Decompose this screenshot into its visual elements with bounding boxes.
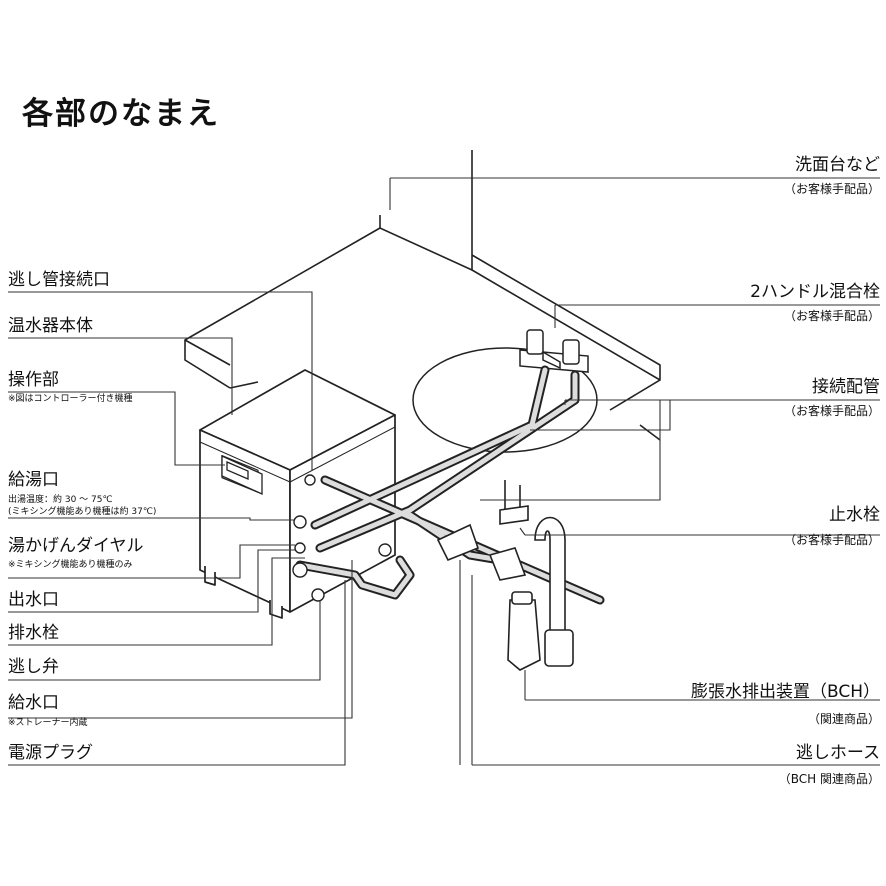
countertop <box>184 150 661 441</box>
sub-connection-pipe: （お客様手配品） <box>783 404 880 418</box>
page-title: 各部のなまえ <box>22 96 220 132</box>
note-temp-dial: ※ミキシング機能あり機種のみ <box>8 560 133 570</box>
label-vanity: 洗面台など <box>795 155 880 175</box>
pipes-inner <box>297 367 603 603</box>
sub-bch: （関連商品） <box>807 712 880 726</box>
note-outlet-mixing: (ミキシング機能あり機種は約 37℃) <box>8 507 157 517</box>
label-power-plug: 電源プラグ <box>8 743 93 763</box>
valves <box>292 474 392 602</box>
label-mixing-faucet: 2ハンドル混合栓 <box>750 282 880 302</box>
label-connection-pipe: 接続配管 <box>812 377 880 397</box>
sub-mixing-faucet: （お客様手配品） <box>783 309 880 323</box>
label-relief-hose: 逃しホース <box>795 743 880 763</box>
note-outlet-temp: 出湯温度：約 30 ～ 75℃ <box>8 495 113 505</box>
label-hot-water-outlet: 給湯口 <box>8 470 59 490</box>
label-relief-valve: 逃し弁 <box>8 657 59 677</box>
faucet <box>519 329 589 373</box>
sub-vanity: （お客様手配品） <box>783 182 880 196</box>
label-heater-body: 温水器本体 <box>8 316 93 336</box>
drain-trap <box>436 480 574 671</box>
note-strainer: ※ストレーナー内蔵 <box>8 718 88 728</box>
label-water-inlet: 給水口 <box>8 693 59 713</box>
label-control-unit: 操作部 <box>8 370 59 390</box>
label-temp-dial: 湯かげんダイヤル <box>8 536 144 556</box>
label-bch: 膨張水排出装置（BCH） <box>690 682 880 702</box>
label-water-outlet: 出水口 <box>8 590 59 610</box>
label-relief-pipe-port: 逃し管接続口 <box>8 270 110 290</box>
label-stop-valve: 止水栓 <box>829 505 880 525</box>
label-drain-plug: 排水栓 <box>8 623 59 643</box>
sub-stop-valve: （お客様手配品） <box>783 533 880 547</box>
note-control-unit: ※図はコントローラー付き機種 <box>8 394 133 404</box>
control-panel <box>221 454 263 496</box>
leader-lines <box>8 177 880 766</box>
sub-relief-hose: （BCH 関連商品） <box>778 772 880 786</box>
